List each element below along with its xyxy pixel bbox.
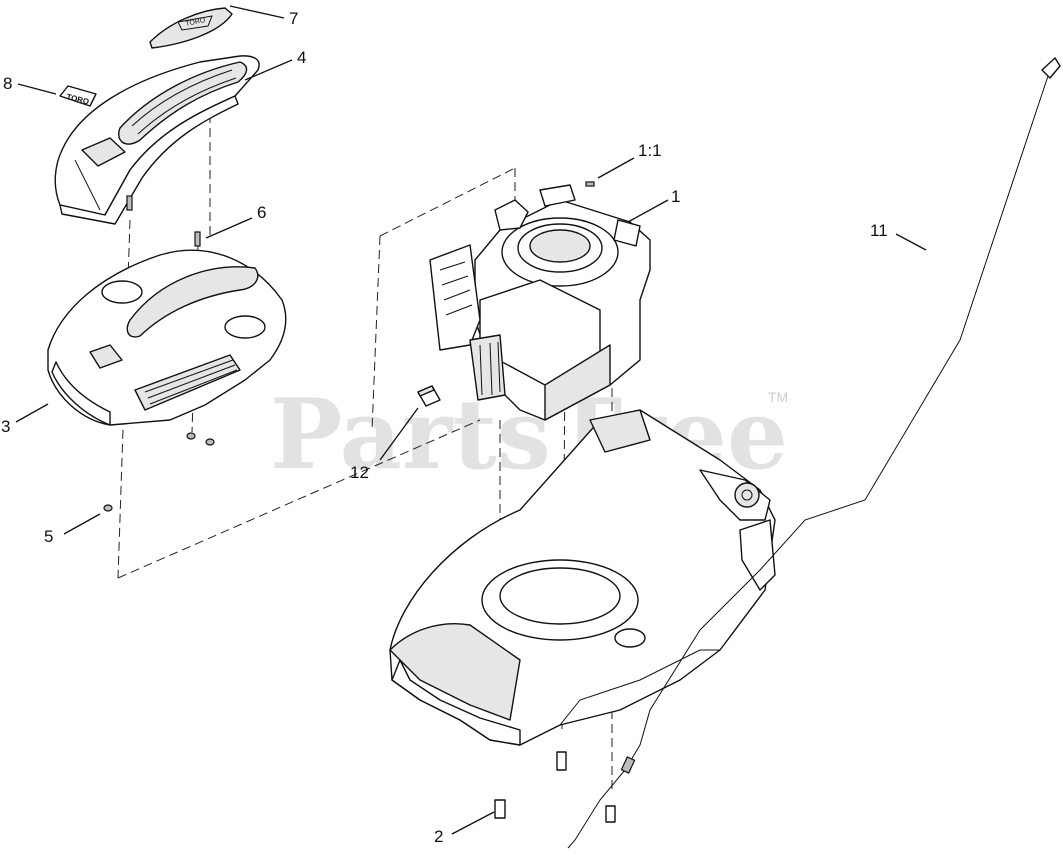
part-1-1-pin[interactable] (585, 181, 595, 187)
callout-8[interactable]: 8 (3, 74, 12, 93)
part-1-engine[interactable] (429, 184, 651, 421)
part-11-cable[interactable] (567, 57, 1061, 849)
callout-1-1[interactable]: 1:1 (638, 141, 662, 160)
part-2-bolt[interactable] (494, 751, 616, 823)
part-5-nut[interactable] (103, 504, 113, 512)
callout-12[interactable]: 12 (350, 463, 369, 482)
callout-5[interactable]: 5 (44, 527, 53, 546)
callout-6[interactable]: 6 (257, 203, 266, 222)
part-7-decal[interactable]: TORO (149, 7, 233, 49)
callout-1[interactable]: 1 (671, 187, 680, 206)
callout-7[interactable]: 7 (289, 9, 298, 28)
part-12-spacer[interactable] (417, 385, 441, 407)
callout-4[interactable]: 4 (297, 48, 306, 67)
callout-leader-lines (15, 5, 927, 835)
callout-numbers: 7 4 8 6 3 5 1:1 1 11 12 2 (1, 9, 888, 846)
decal-brand-text: TORO (185, 17, 207, 28)
mower-deck (389, 409, 776, 746)
callout-11[interactable]: 11 (870, 221, 888, 240)
watermark-trademark: TM (768, 389, 788, 405)
callout-3[interactable]: 3 (1, 417, 10, 436)
part-8-decal[interactable]: TORO (59, 85, 97, 107)
part-3-engine-shroud[interactable] (47, 249, 287, 446)
part-4-top-cover[interactable] (54, 55, 260, 225)
callout-2[interactable]: 2 (434, 827, 443, 846)
